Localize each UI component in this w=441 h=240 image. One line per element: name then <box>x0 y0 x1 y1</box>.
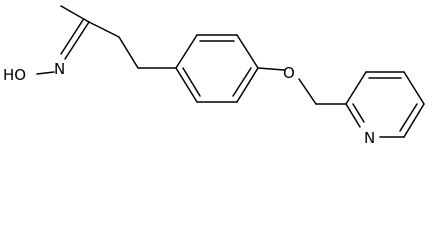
structure-canvas: HO N O N <box>3 5 425 147</box>
oxime-fragment <box>36 5 177 75</box>
oxime-nitrogen-label: N <box>54 60 65 78</box>
pyridine-double-bond <box>399 103 418 132</box>
o-ch2-bond <box>298 78 317 105</box>
chain-bond-1 <box>88 21 120 38</box>
pyridine-double-bond <box>352 103 365 123</box>
methyl-bond <box>60 5 90 23</box>
molecule-structure: HO N O N <box>3 5 425 147</box>
chain-bond-2 <box>118 36 139 69</box>
benzene-bond <box>175 67 198 103</box>
ether-linkage <box>257 67 347 105</box>
pyridine-nitrogen-label: N <box>364 129 375 147</box>
pyridine-bond <box>345 71 367 105</box>
benzene-bond <box>236 67 259 103</box>
aryl-o-bond <box>257 67 285 71</box>
benzene-bond <box>236 34 259 69</box>
benzene-double-bond <box>232 67 252 97</box>
cn-double-bond-inner <box>60 19 84 55</box>
pyridine-ring <box>345 71 425 138</box>
hydroxyl-label: HO <box>3 66 26 84</box>
pyridine-bond <box>403 103 425 138</box>
benzene-double-bond <box>182 67 201 97</box>
no-bond <box>36 71 55 75</box>
cn-double-bond <box>64 21 90 60</box>
benzene-ring <box>175 34 259 103</box>
pyridine-bond <box>345 103 361 128</box>
benzene-bond <box>175 34 198 69</box>
pyridine-bond <box>403 71 425 105</box>
ether-oxygen-label: O <box>283 64 295 82</box>
